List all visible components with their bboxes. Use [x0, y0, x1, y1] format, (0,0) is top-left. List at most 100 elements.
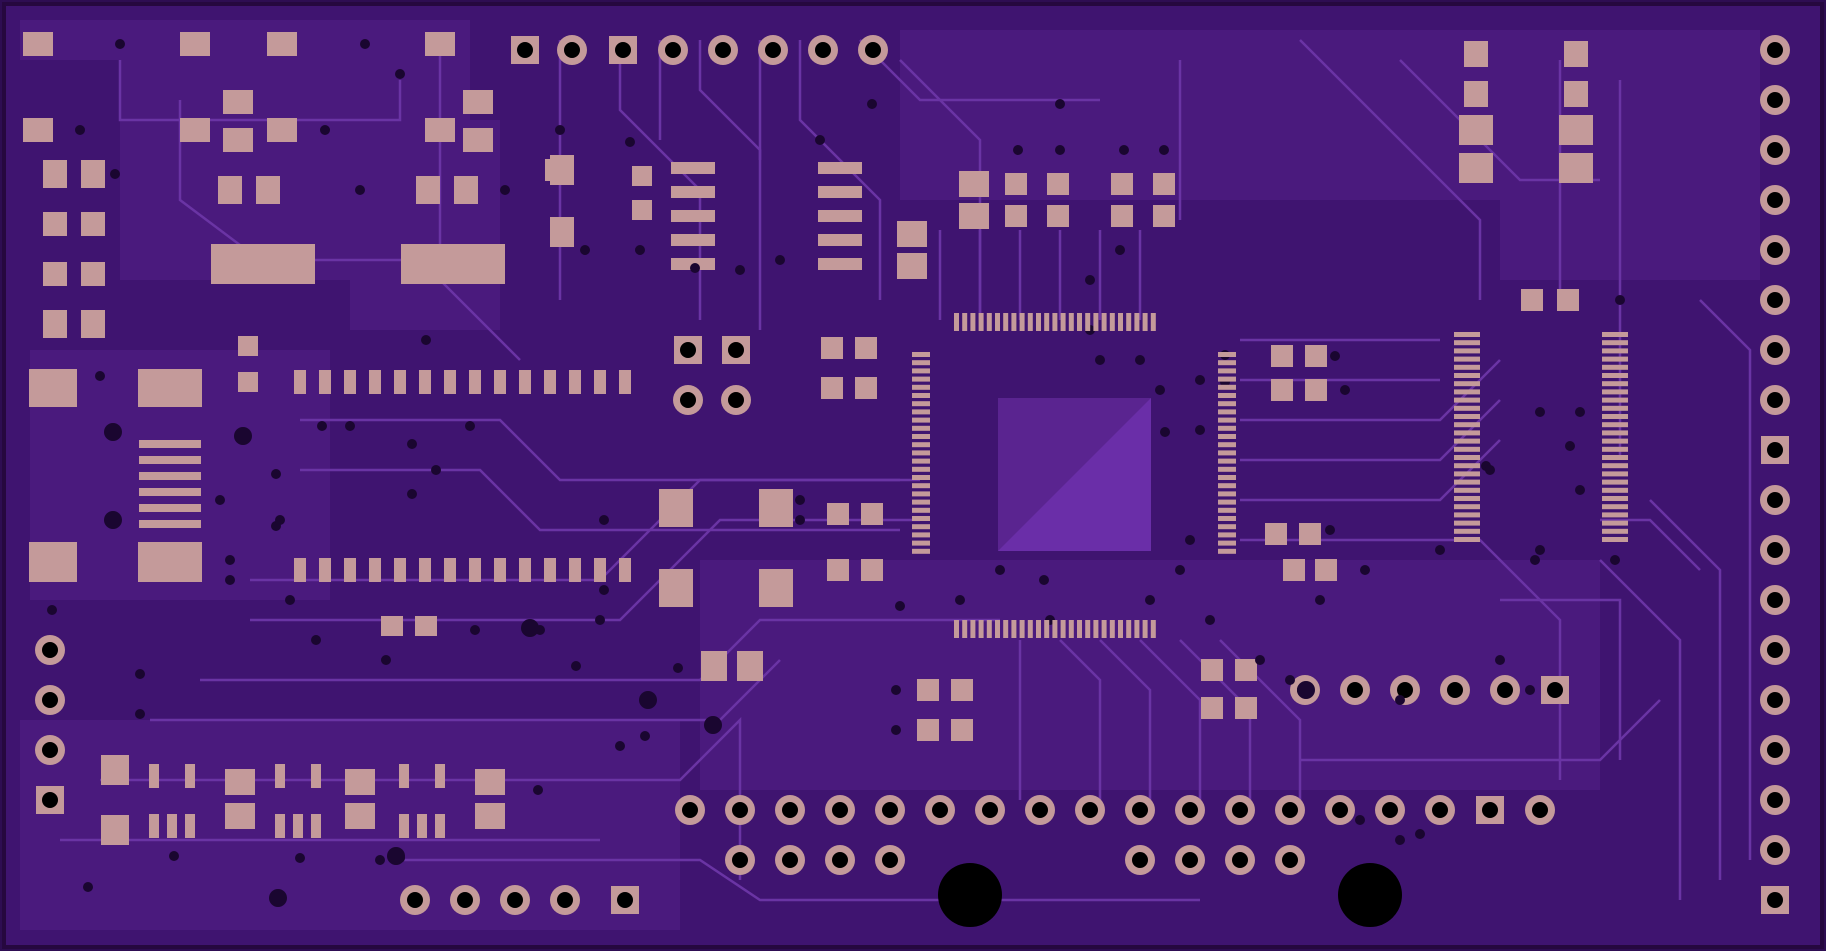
qfp-pin	[1218, 450, 1236, 456]
qfp-pin	[912, 425, 930, 431]
smd-pad-icon	[294, 370, 306, 394]
drill-hole	[1432, 802, 1448, 818]
smd-pad-icon	[1521, 289, 1543, 311]
qfp-pin	[1218, 524, 1236, 530]
qfp-pin	[1218, 384, 1236, 390]
via-icon	[395, 69, 405, 79]
via-icon	[1330, 351, 1340, 361]
qfp-pin	[1085, 620, 1091, 638]
drill-hole	[1132, 802, 1148, 818]
pour-left-top	[20, 20, 470, 120]
qfp-pin	[1052, 313, 1058, 331]
qfp-pin	[1011, 620, 1017, 638]
via-icon	[955, 595, 965, 605]
via-icon	[115, 39, 125, 49]
smd-pad-icon	[1201, 697, 1223, 719]
smd-pad-icon	[475, 769, 505, 795]
drill-hole	[1767, 242, 1783, 258]
smd-pad-icon	[917, 719, 939, 741]
smd-pad-icon	[238, 372, 258, 392]
smd-pad-icon	[463, 90, 493, 114]
via-icon	[1185, 535, 1195, 545]
smd-pad-icon	[454, 176, 478, 204]
via-icon	[1395, 695, 1405, 705]
qfp-pin	[1109, 620, 1115, 638]
drill-hole	[1767, 642, 1783, 658]
smd-pad-icon	[1559, 153, 1593, 183]
via-icon	[1535, 545, 1545, 555]
drill-hole	[865, 42, 881, 58]
via-icon	[110, 169, 120, 179]
smd-pad-icon	[519, 558, 531, 582]
smd-pad-icon	[444, 370, 456, 394]
tssop-pin	[1454, 340, 1480, 346]
smd-pad-icon	[139, 504, 201, 512]
smd-pad-icon	[185, 814, 195, 838]
smd-pad-icon	[167, 814, 177, 838]
qfp-pin	[1036, 620, 1041, 638]
smd-pad-icon	[821, 337, 843, 359]
via-icon	[1610, 555, 1620, 565]
via-icon	[1155, 385, 1165, 395]
qfp-pin	[1027, 313, 1033, 331]
drill-hole	[1182, 852, 1198, 868]
drill-hole	[1767, 842, 1783, 858]
smd-pad-icon	[855, 377, 877, 399]
smd-pad-icon	[139, 472, 201, 480]
drill-hole	[1332, 802, 1348, 818]
via-icon	[1325, 525, 1335, 535]
tssop-pin	[1602, 405, 1628, 411]
qfp-pin	[1003, 313, 1009, 331]
qfp-pin	[912, 368, 930, 374]
drill-hole	[765, 42, 781, 58]
qfp-pin	[1218, 548, 1236, 554]
drill-hole	[1532, 802, 1548, 818]
via-icon	[311, 635, 321, 645]
via-icon	[625, 137, 635, 147]
smd-pad-icon	[399, 764, 409, 788]
smd-pad-icon	[1047, 205, 1069, 227]
drill-hole	[1767, 742, 1783, 758]
via-icon	[1159, 145, 1169, 155]
qfp-pin	[986, 620, 992, 638]
qfp-pin	[912, 434, 930, 439]
tssop-pin	[1602, 463, 1628, 469]
drill-hole	[715, 42, 731, 58]
trace-icon	[1139, 639, 1202, 800]
drill-hole	[728, 392, 744, 408]
smd-pad-icon	[138, 369, 202, 407]
tssop-pin	[1602, 364, 1628, 370]
drill-hole	[1082, 802, 1098, 818]
smd-pad-icon	[1315, 559, 1337, 581]
via-icon	[407, 439, 417, 449]
qfp-pin	[1218, 532, 1236, 538]
smd-pad-icon	[344, 558, 356, 582]
qfp-pin	[1150, 620, 1156, 638]
via-icon	[1285, 675, 1295, 685]
drill-hole	[42, 742, 58, 758]
tssop-pin	[1602, 381, 1628, 387]
smd-pad-icon	[43, 310, 67, 338]
qfp-pin	[912, 393, 930, 398]
qfp-pin	[912, 466, 930, 472]
smd-pad-icon	[416, 176, 440, 204]
qfp-pin	[1109, 313, 1115, 331]
drill-hole	[1032, 802, 1048, 818]
tssop-pin	[1454, 487, 1480, 493]
mounting-hole-icon	[1338, 863, 1402, 927]
qfp-pin	[912, 384, 930, 390]
qfp-pin	[1118, 620, 1123, 638]
trace-icon	[300, 468, 900, 532]
qfp-pin	[1101, 313, 1107, 331]
via-icon	[355, 185, 365, 195]
drill-hole	[1132, 852, 1148, 868]
via-icon	[104, 423, 122, 441]
qfp-pin	[978, 620, 984, 638]
qfp-pin	[1218, 376, 1236, 382]
smd-pad-icon	[818, 258, 862, 270]
smd-pad-icon	[139, 488, 201, 496]
drill-hole	[815, 42, 831, 58]
qfp-pin	[1019, 313, 1025, 331]
via-icon	[1435, 545, 1445, 555]
